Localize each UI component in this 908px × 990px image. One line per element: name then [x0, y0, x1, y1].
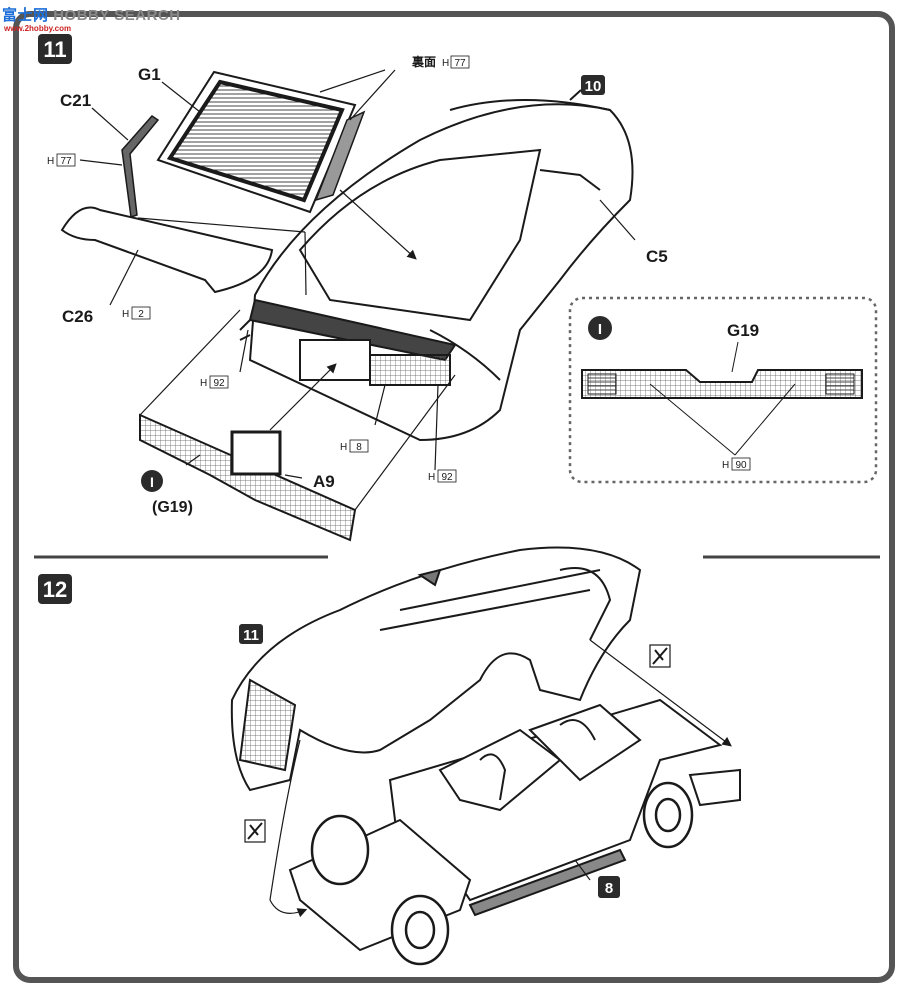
paint-h77-left: 77 — [60, 156, 72, 167]
step-11-badge — [38, 34, 72, 64]
inset-paint-prefix: H — [722, 460, 729, 471]
license-plate-a9 — [230, 430, 282, 476]
assembly-lines — [269, 639, 732, 918]
rear-window-g1 — [156, 70, 366, 214]
ref-step-8: 8 — [605, 880, 613, 897]
marker-i-circle — [141, 470, 163, 492]
ref-step-8-badge — [598, 876, 620, 898]
paint-prefix-h8: H — [340, 442, 347, 453]
paint-codes: H 77 H 77 H 2 H 92 H 8 H 92 — [47, 55, 470, 483]
paint-h92-right: 92 — [441, 472, 453, 483]
step-12-badge — [38, 574, 72, 604]
ref-step-11: 11 — [243, 627, 259, 644]
label-c26: C26 — [62, 307, 93, 326]
cement-icon-right — [649, 644, 671, 668]
strip-c21 — [121, 115, 160, 218]
paint-prefix-h92-right: H — [428, 472, 435, 483]
watermark-brand-en: HOBBY SEARCH — [53, 7, 181, 24]
watermark-brand-cn: 富士网 — [2, 7, 49, 24]
step-12: 12 11 8 — [38, 546, 741, 966]
label-g1: G1 — [138, 65, 161, 84]
ref-step-10-badge — [581, 75, 605, 95]
ref-step-11-badge — [239, 624, 263, 644]
leader-lines — [79, 69, 636, 511]
watermark-url: www.2hobby.com — [4, 24, 72, 33]
paint-prefix-h2: H — [122, 309, 129, 320]
car-body-rear — [239, 99, 634, 442]
paint-h8: 8 — [356, 442, 362, 453]
paint-h92-left: 92 — [213, 378, 225, 389]
paint-prefix-h77-top: H — [442, 58, 449, 69]
paint-h77-top: 77 — [454, 58, 466, 69]
inset-marker-circle — [588, 316, 612, 340]
inset-g19: I G19 H 90 — [568, 296, 878, 484]
label-g19-paren: (G19) — [152, 499, 193, 516]
step-11: 11 10 — [38, 34, 878, 542]
step-12-number: 12 — [43, 577, 67, 602]
cement-icon-left — [244, 819, 266, 843]
paint-prefix-h92-left: H — [200, 378, 207, 389]
inset-paint-h90: 90 — [735, 460, 747, 471]
inset-part-g19: G19 — [727, 321, 759, 340]
body-shell — [230, 546, 642, 792]
spoiler-c26 — [60, 206, 274, 294]
wheel-front-left — [310, 814, 370, 886]
inset-panel — [581, 369, 863, 399]
paint-prefix-h77-left: H — [47, 156, 54, 167]
label-reverse-side: 裏面 — [411, 54, 436, 69]
ref-step-10: 10 — [585, 78, 602, 95]
step-11-number: 11 — [43, 37, 66, 62]
watermark-logo: 富士网 HOBBY SEARCH — [2, 4, 181, 25]
label-c5: C5 — [646, 247, 668, 266]
label-a9: A9 — [313, 472, 335, 491]
sheet-frame — [13, 11, 895, 983]
paint-h2: 2 — [138, 309, 144, 320]
wheels — [310, 781, 694, 966]
inset-marker: I — [598, 321, 602, 338]
marker-i: I — [150, 474, 154, 490]
label-c21: C21 — [60, 91, 91, 110]
